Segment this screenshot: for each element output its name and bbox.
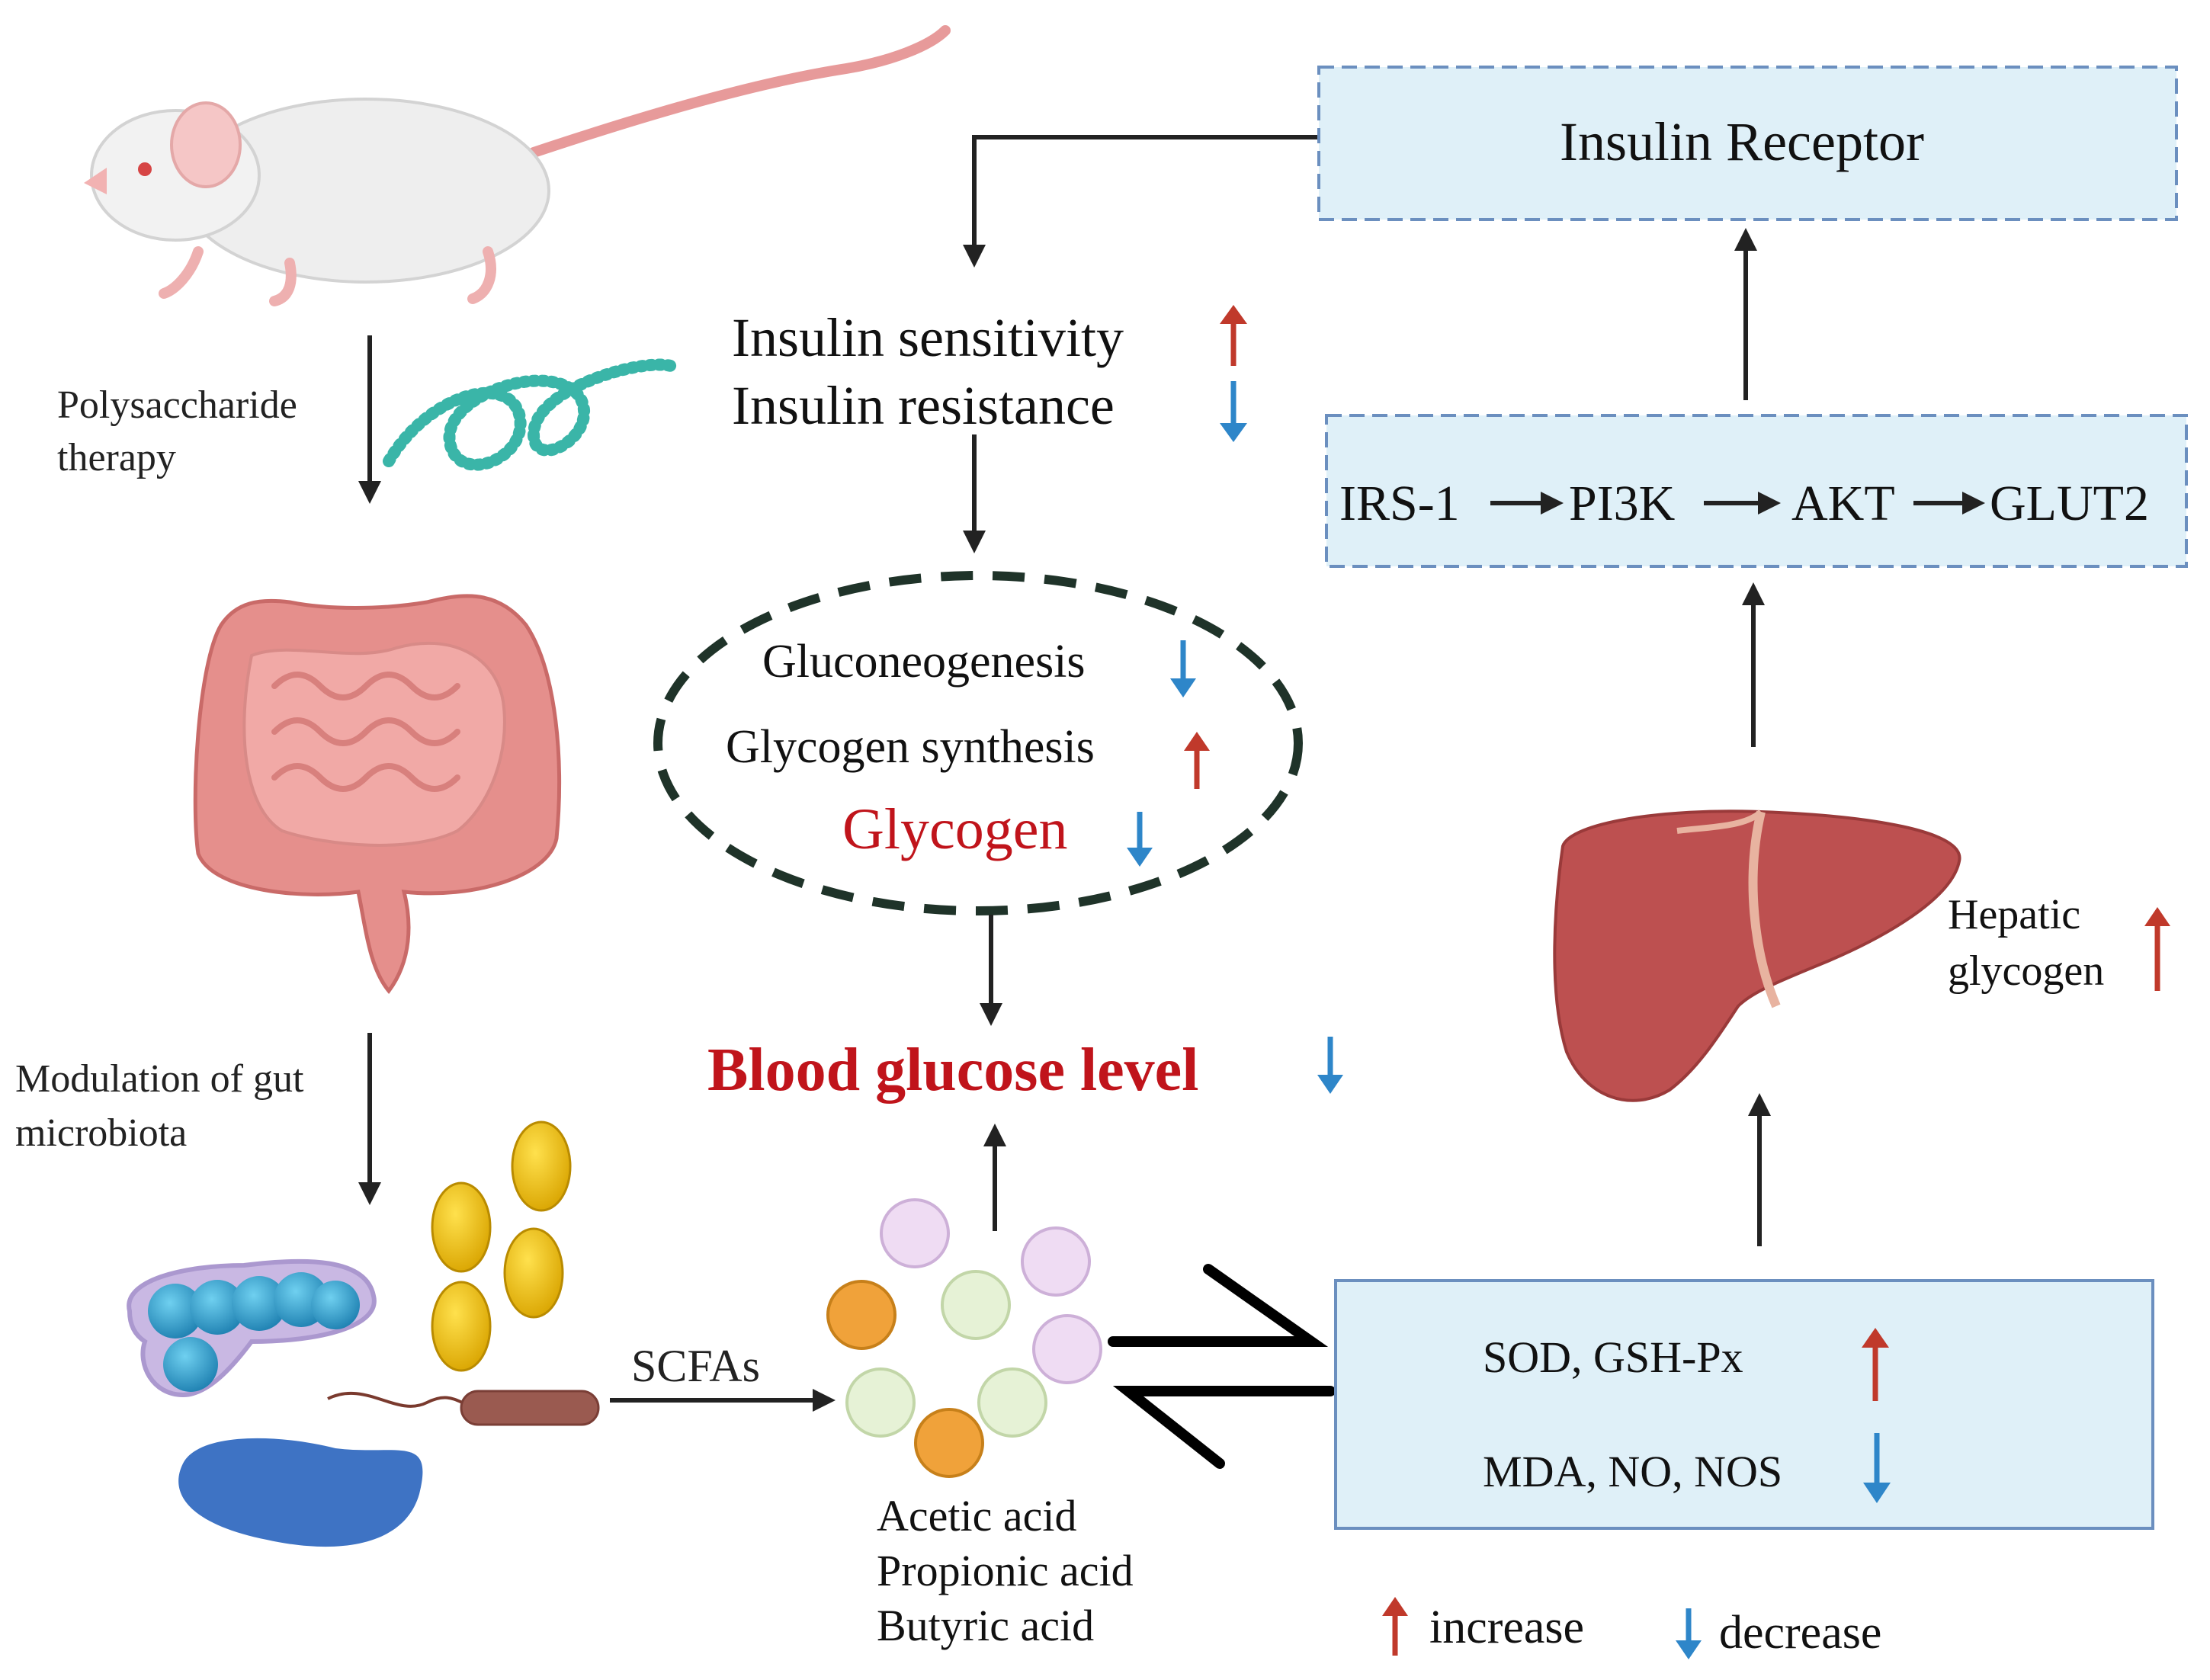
gut-label-line-2: microbiota: [15, 1111, 187, 1155]
gluconeogenesis-text: Gluconeogenesis: [762, 636, 1086, 688]
gluconeogenesis-down-icon: [1170, 640, 1196, 697]
polysaccharide-chain-illustration: [383, 358, 677, 471]
hepatic-glycogen-up-icon: [2144, 907, 2170, 991]
acetic-acid-text: Acetic acid: [877, 1491, 1076, 1541]
hepatic-glycogen-line-2: glycogen: [1948, 947, 2104, 995]
glycogen-text: Glycogen: [842, 797, 1067, 861]
pathway-step-akt: AKT: [1791, 476, 1895, 531]
legend-decrease-text: decrease: [1719, 1607, 1881, 1659]
insulin-sensitivity-up-icon: [1220, 305, 1247, 366]
hepatic-glycogen-line-1: Hepatic: [1948, 891, 2080, 938]
intestine-illustration: [193, 594, 562, 995]
insulin-resistance-text: Insulin resistance: [732, 375, 1115, 436]
bidirectional-arrows: [1108, 1264, 1336, 1469]
insulin-resistance-down-icon: [1220, 381, 1247, 442]
butyric-acid-text: Butyric acid: [877, 1601, 1094, 1650]
oxidative-down-text: MDA, NO, NOS: [1483, 1447, 1782, 1496]
gut-label-line-1: Modulation of gut: [15, 1057, 304, 1101]
oxidative-down-icon: [1863, 1433, 1891, 1503]
oxidative-up-icon: [1862, 1328, 1889, 1401]
propionic-acid-text: Propionic acid: [877, 1546, 1134, 1595]
oxidative-up-text: SOD, GSH-Px: [1483, 1332, 1743, 1382]
blood-glucose-down-icon: [1317, 1037, 1343, 1094]
insulin-receptor-text: Insulin Receptor: [1560, 111, 1924, 172]
signaling-pathway-box: [1325, 414, 2188, 568]
blood-glucose-text: Blood glucose level: [707, 1037, 1198, 1104]
pathway-step-pi3k: PI3K: [1569, 476, 1675, 531]
glycogen-synthesis-up-icon: [1184, 732, 1210, 789]
glycogen-down-icon: [1127, 812, 1153, 867]
scfa-molecules-illustration: [826, 1198, 1102, 1478]
oxidative-stress-box: [1334, 1279, 2154, 1530]
arrow-receptor-to-sensitivity: [963, 135, 1317, 268]
microbiota-illustration: [127, 1121, 600, 1547]
red-up-arrow-icon: [1382, 1597, 1408, 1656]
therapy-label-line-1: Polysaccharide: [57, 383, 297, 427]
glycogen-metabolism-ellipse: [653, 571, 1303, 915]
legend: increase decrease: [1382, 1597, 1881, 1659]
legend-increase-text: increase: [1429, 1601, 1584, 1653]
pathway-step-glut2: GLUT2: [1990, 476, 2149, 531]
insulin-sensitivity-text: Insulin sensitivity: [732, 307, 1124, 368]
pathway-step-irs1: IRS-1: [1339, 476, 1460, 531]
blue-down-arrow-icon: [1676, 1608, 1702, 1659]
scfa-label: SCFAs: [631, 1341, 760, 1391]
rat-illustration: [84, 25, 951, 306]
therapy-label-line-2: therapy: [57, 436, 176, 479]
liver-illustration: [1553, 809, 1961, 1102]
insulin-receptor-box: [1317, 66, 2178, 221]
glycogen-synthesis-text: Glycogen synthesis: [726, 721, 1095, 773]
